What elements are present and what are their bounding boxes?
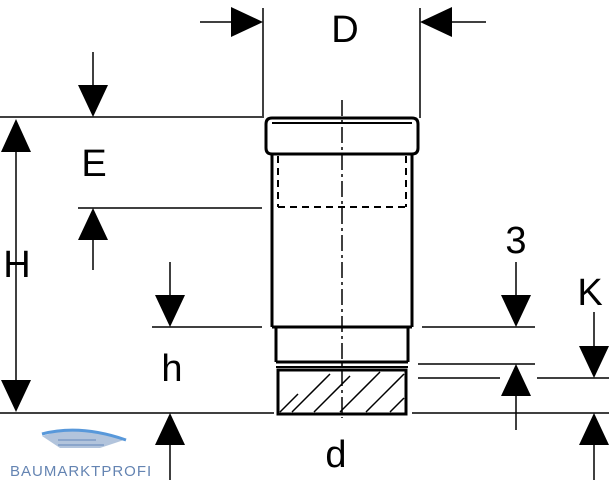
e-arrow-down — [78, 85, 108, 117]
arrowheads — [1, 7, 609, 445]
h-arrow-down — [1, 380, 31, 412]
label-k: K — [577, 272, 602, 314]
k-arrow-up — [579, 413, 609, 445]
k-arrow-down — [579, 346, 609, 378]
label-h-upper: H — [3, 244, 30, 286]
hatching — [279, 371, 405, 413]
d-arrow-right — [420, 7, 452, 37]
small-h-arrow-down — [155, 295, 185, 327]
watermark-logo — [41, 428, 127, 448]
label-h-lower: h — [161, 348, 182, 390]
three-arrow-down — [501, 295, 531, 327]
small-h-arrow-up — [155, 413, 185, 445]
label-d-lower: d — [325, 434, 346, 476]
hidden-lines — [277, 156, 407, 208]
d-arrow-left — [231, 7, 263, 37]
h-arrow-up — [1, 119, 31, 152]
watermark-text: BAUMARKTPROFI — [10, 463, 152, 480]
three-arrow-up — [501, 364, 531, 396]
label-e: E — [81, 143, 106, 185]
label-d-upper: D — [331, 9, 358, 51]
label-three: 3 — [505, 220, 526, 262]
extension-lines — [0, 8, 609, 480]
e-arrow-up — [78, 208, 108, 240]
